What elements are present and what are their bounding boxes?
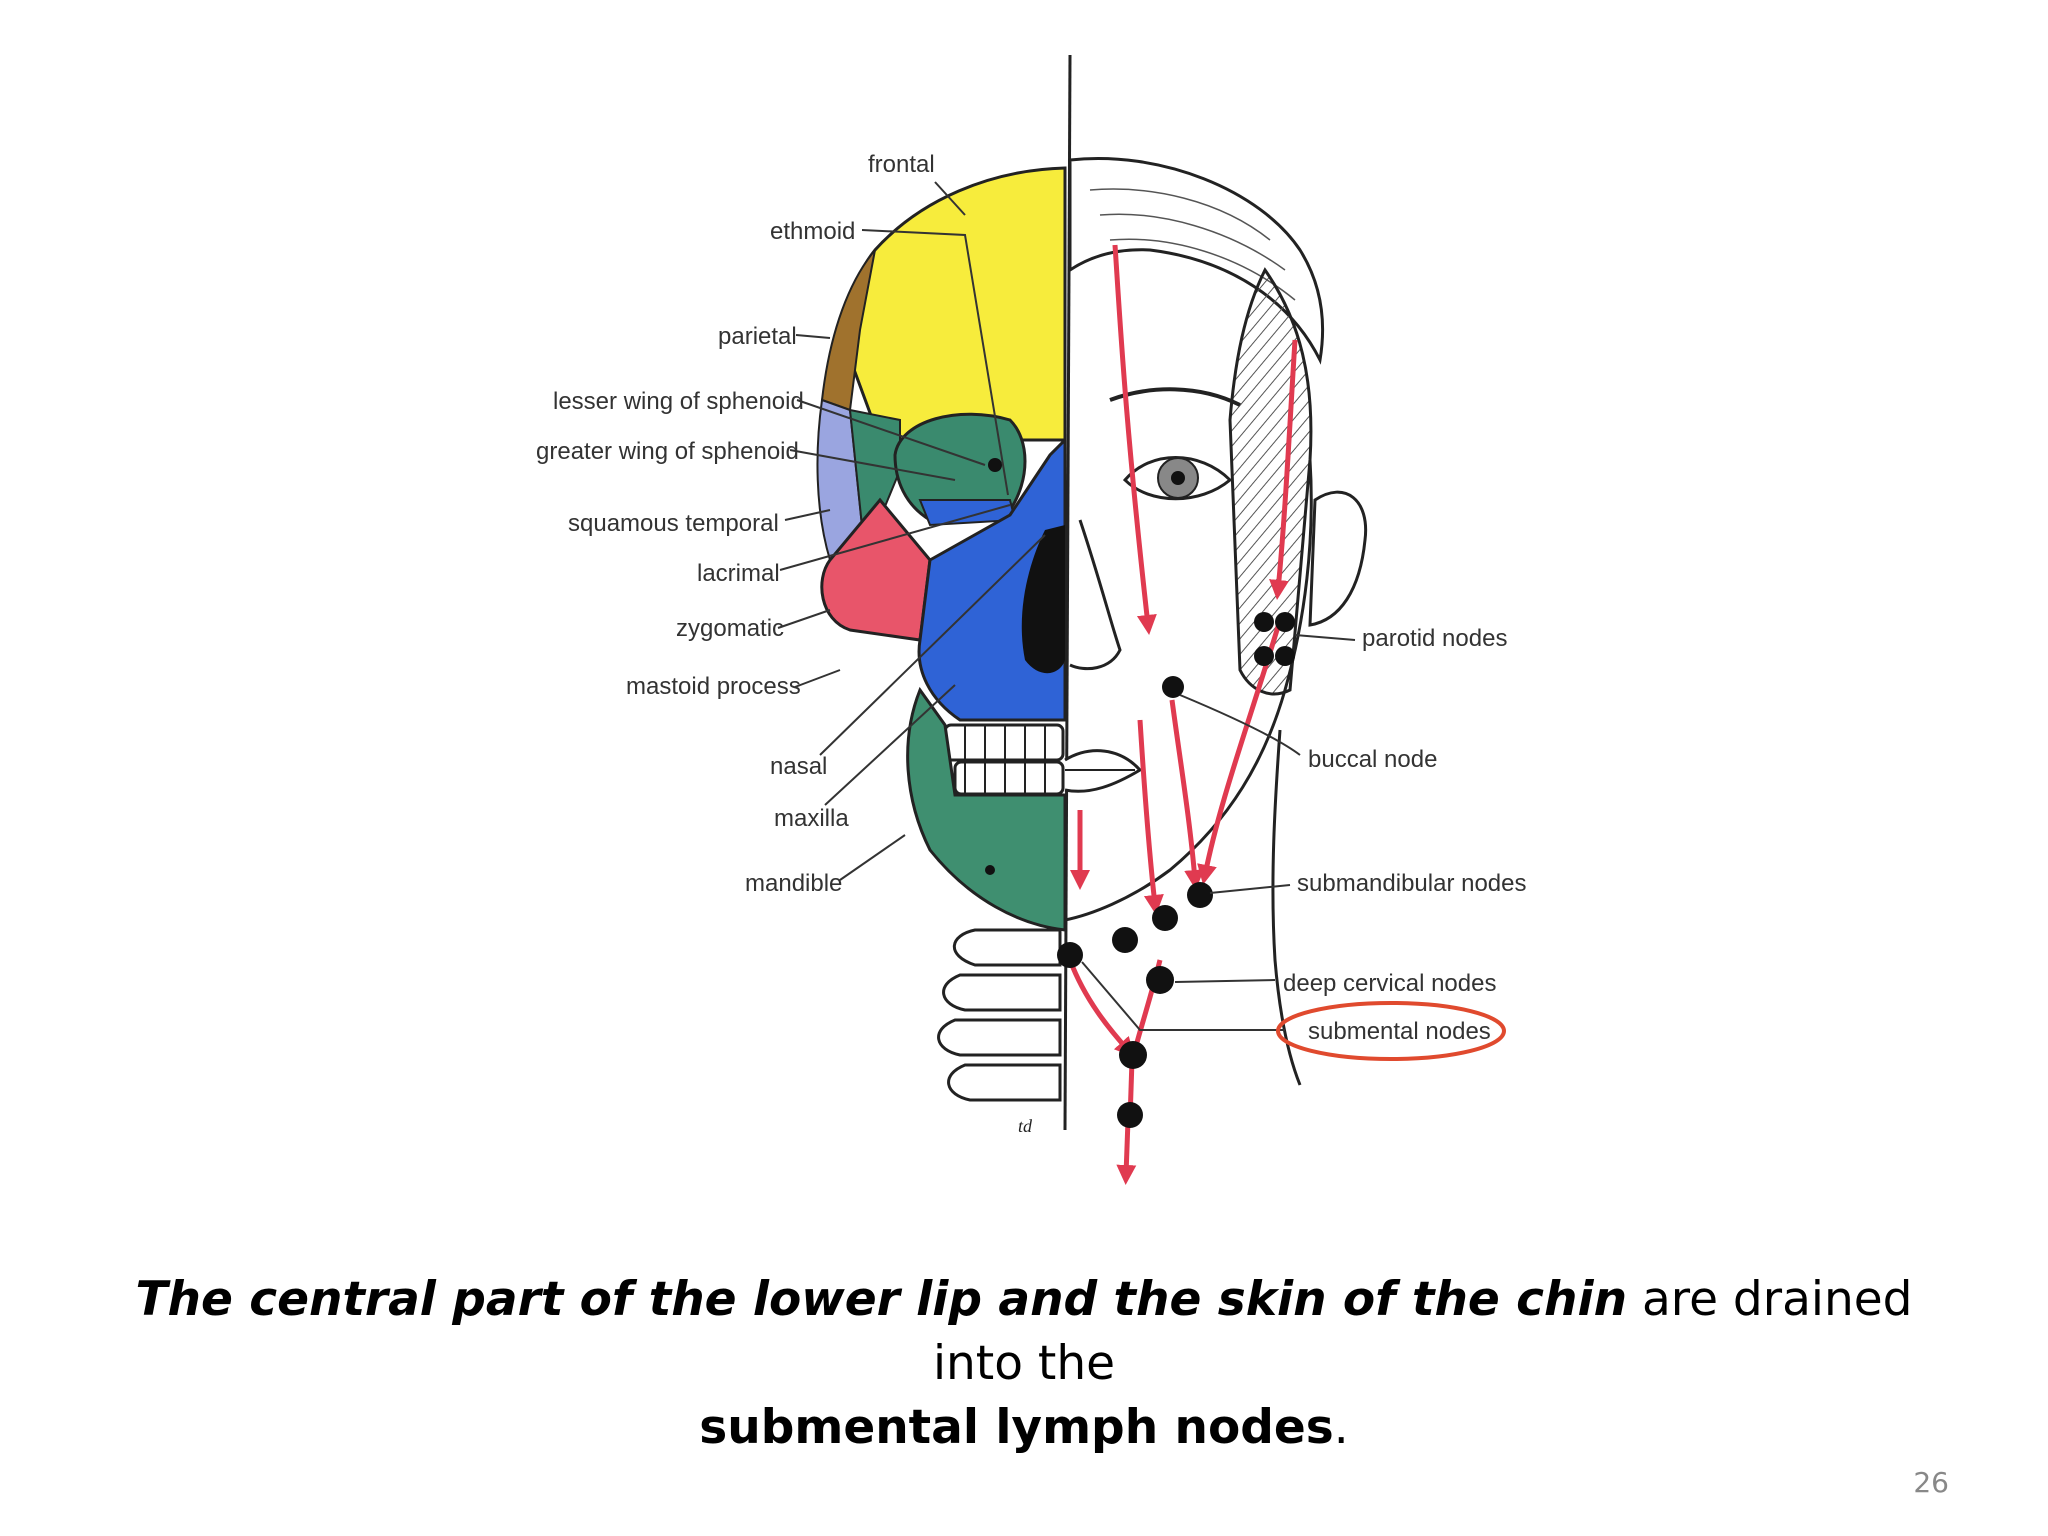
face-half xyxy=(1064,156,1368,1086)
face-outline xyxy=(1064,459,1313,922)
submandibular-node-markers xyxy=(1112,882,1213,953)
mandible-bone xyxy=(906,686,1067,932)
lymph-drainage-arrows xyxy=(1067,244,1298,1185)
skull-half xyxy=(816,166,1067,1102)
label-mastoid-process: mastoid process xyxy=(626,673,801,700)
label-zygomatic: zygomatic xyxy=(676,615,784,642)
label-squamous-temporal: squamous temporal xyxy=(568,510,779,537)
label-lacrimal: lacrimal xyxy=(697,560,780,587)
artist-signature: td xyxy=(1018,1116,1033,1136)
submental-node-markers xyxy=(1057,942,1147,1128)
ear xyxy=(1308,490,1368,627)
label-greater-wing-of-sphenoid: greater wing of sphenoid xyxy=(536,438,799,465)
caption-middle: are drained into the xyxy=(932,1272,1913,1391)
label-buccal-node: buccal node xyxy=(1308,746,1437,773)
buccal-node-marker xyxy=(1162,676,1184,698)
label-mandible: mandible xyxy=(745,870,842,897)
neck xyxy=(1271,729,1302,1086)
label-lesser-wing-of-sphenoid: lesser wing of sphenoid xyxy=(553,388,804,415)
submental-highlight-ellipse xyxy=(1276,1001,1506,1061)
label-frontal: frontal xyxy=(868,151,935,178)
caption-emphasis: The central part of the lower lip and th… xyxy=(135,1272,1628,1327)
node-leader-lines xyxy=(1081,634,1356,1031)
cervical-vertebrae xyxy=(937,928,1062,1102)
skull-leader-lines xyxy=(777,181,1046,881)
label-maxilla: maxilla xyxy=(774,805,849,832)
skull-labels: frontal ethmoid parietal lesser wing of … xyxy=(536,151,935,897)
label-submental-nodes: submental nodes xyxy=(1308,1018,1491,1045)
caption-end: . xyxy=(1333,1400,1349,1455)
deep-cervical-node-marker xyxy=(1146,966,1174,994)
parotid-node-markers xyxy=(1254,612,1295,666)
label-submandibular-nodes: submandibular nodes xyxy=(1297,870,1527,897)
label-parotid-nodes: parotid nodes xyxy=(1362,625,1507,652)
label-nasal: nasal xyxy=(770,753,827,780)
page-number: 26 xyxy=(1913,1466,1949,1499)
hair xyxy=(1068,156,1325,365)
caption-bold-term: submental lymph nodes xyxy=(699,1400,1334,1455)
label-ethmoid: ethmoid xyxy=(770,218,855,245)
eyebrow xyxy=(1109,387,1241,407)
nasal-cavity xyxy=(1021,525,1065,674)
frontal-bone xyxy=(843,166,1067,442)
head-lymph-drainage-diagram: td frontal ethmoid parietal lesser wing … xyxy=(536,54,1527,1185)
nose xyxy=(1069,519,1122,671)
node-labels: parotid nodes buccal node submandibular … xyxy=(1283,625,1527,1045)
lymph-nodes xyxy=(1057,612,1295,1128)
orbit xyxy=(893,412,1027,522)
teeth xyxy=(943,723,1065,796)
label-parietal: parietal xyxy=(718,323,797,350)
slide-caption: The central part of the lower lip and th… xyxy=(100,1268,1948,1460)
label-deep-cervical-nodes: deep cervical nodes xyxy=(1283,970,1496,997)
